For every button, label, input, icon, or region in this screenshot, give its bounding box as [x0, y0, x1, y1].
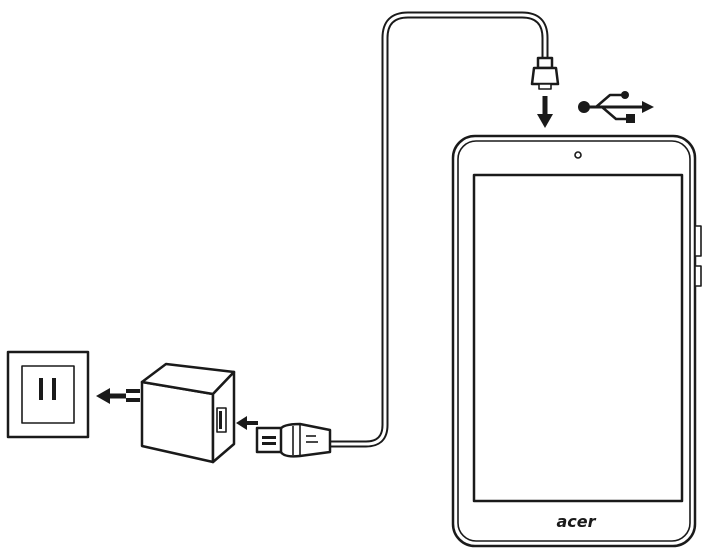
brand-label: acer	[556, 512, 596, 531]
power-adapter-icon	[126, 362, 236, 464]
arrow-to-tablet-icon	[537, 96, 553, 128]
wall-outlet-icon	[6, 350, 90, 439]
tablet-icon: acer	[451, 134, 702, 548]
usb-a-plug	[255, 422, 332, 458]
usb-icon	[578, 91, 654, 123]
tablet-screen	[472, 173, 684, 503]
arrow-to-adapter-icon	[236, 416, 258, 430]
micro-usb-plug	[530, 56, 560, 90]
side-button	[694, 225, 702, 257]
front-camera-icon	[574, 151, 582, 159]
side-button	[694, 265, 702, 287]
arrow-to-outlet-icon	[96, 388, 126, 404]
